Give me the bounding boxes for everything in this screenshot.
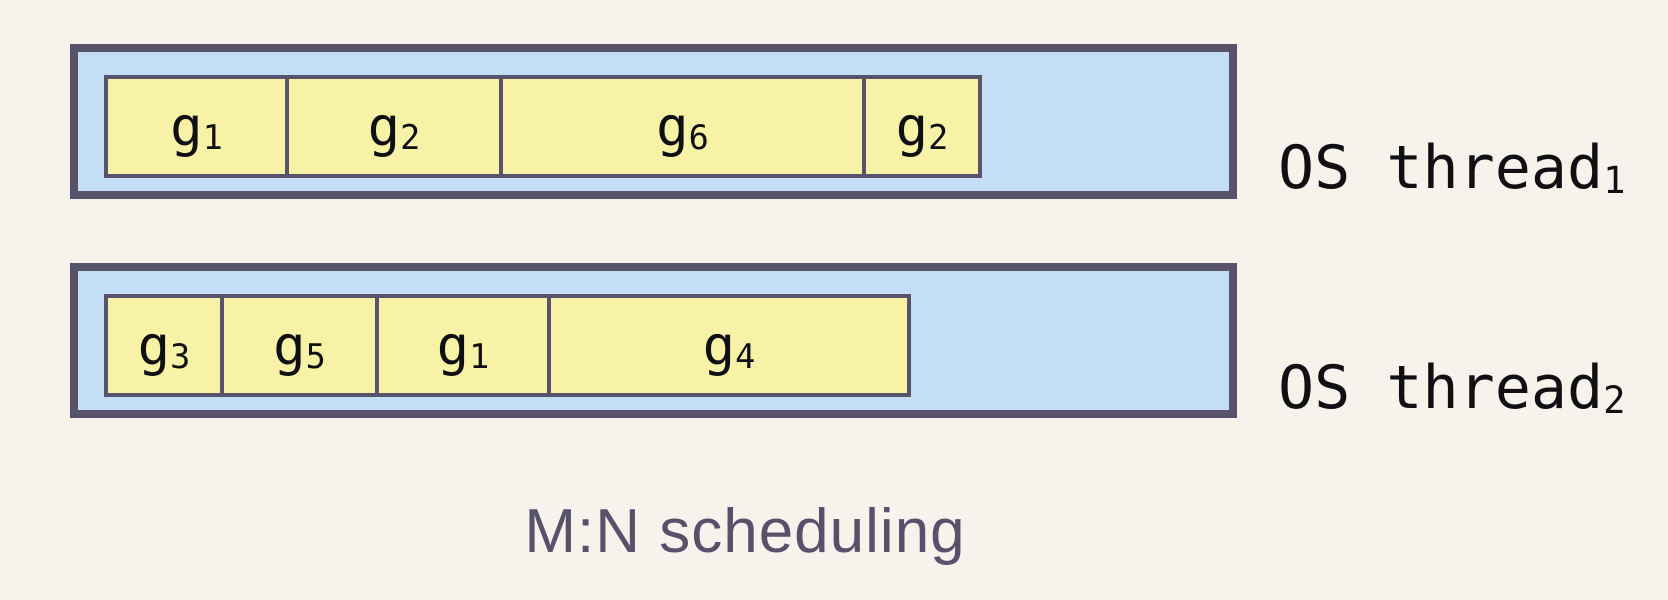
goroutine-label: g1 (436, 313, 490, 377)
goroutine-box-g1: g1 (104, 75, 289, 178)
goroutine-box-g4: g4 (547, 294, 911, 397)
goroutine-label: g2 (367, 94, 421, 158)
goroutine-label: g5 (273, 313, 326, 377)
os-thread-2-label: OS thread2 (1278, 353, 1626, 423)
goroutine-box-g3: g3 (104, 294, 224, 397)
os-thread-1-box: g1 g2 g6 g2 (70, 44, 1237, 199)
goroutine-box-g5: g5 (220, 294, 379, 397)
diagram-caption: M:N scheduling (524, 497, 966, 566)
goroutine-box-g2b: g2 (862, 75, 982, 178)
os-thread-2-box: g3 g5 g1 g4 (70, 263, 1237, 418)
os-thread-2-run-queue: g3 g5 g1 g4 (104, 294, 911, 397)
goroutine-label: g1 (170, 94, 223, 158)
goroutine-label: g6 (656, 94, 709, 158)
goroutine-box-g6: g6 (499, 75, 866, 178)
goroutine-box-g2: g2 (285, 75, 503, 178)
goroutine-label: g4 (702, 313, 756, 377)
os-thread-1-label: OS thread1 (1278, 133, 1626, 203)
goroutine-box-g1b: g1 (375, 294, 551, 397)
os-thread-1-run-queue: g1 g2 g6 g2 (104, 75, 982, 178)
goroutine-label: g3 (137, 313, 191, 377)
goroutine-label: g2 (895, 94, 949, 158)
